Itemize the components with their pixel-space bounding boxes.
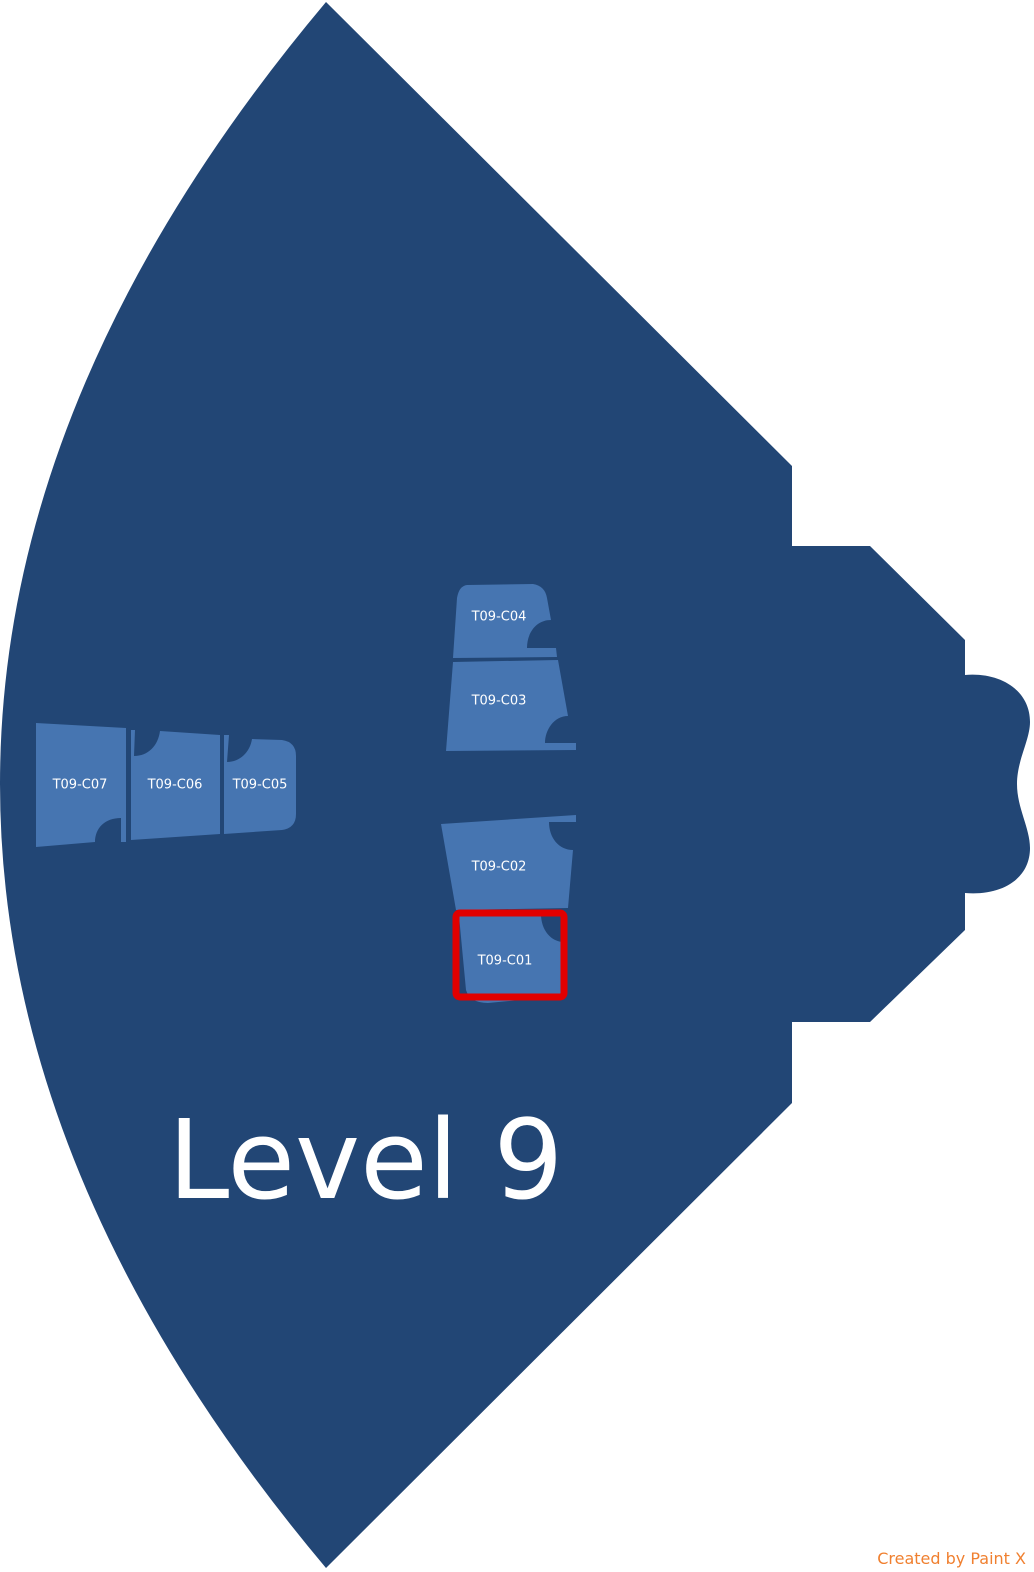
- unit-t09-c03[interactable]: [446, 660, 576, 751]
- unit-t09-c05[interactable]: [224, 735, 296, 834]
- unit-t09-c06[interactable]: [131, 730, 220, 840]
- unit-t09-c02[interactable]: [441, 815, 576, 910]
- unit-t09-c01[interactable]: [459, 914, 564, 1003]
- selected-unit-highlight: [452, 909, 568, 1001]
- unit-t09-c04[interactable]: [453, 584, 557, 658]
- unit-t09-c07[interactable]: [36, 723, 126, 847]
- level-title: Level 9: [168, 1096, 563, 1224]
- credit-text: Created by Paint X: [877, 1549, 1026, 1568]
